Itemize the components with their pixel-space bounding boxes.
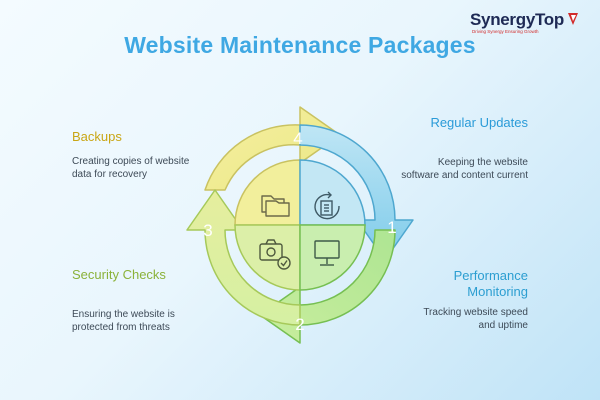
quadrant-security bbox=[234, 224, 301, 291]
updates-heading: Regular Updates bbox=[430, 115, 528, 130]
backups-description: Creating copies of website data for reco… bbox=[72, 156, 190, 180]
logo-text: SynergyTop bbox=[470, 10, 564, 29]
camera-check-icon bbox=[259, 239, 291, 270]
updates-description: Keeping the website software and content… bbox=[401, 157, 528, 181]
step-number-2: 2 bbox=[295, 315, 304, 334]
step-number-1: 1 bbox=[387, 218, 396, 237]
monitoring-description: Tracking website speed and uptime bbox=[423, 307, 528, 331]
backups-heading: Backups bbox=[72, 129, 122, 144]
refresh-document-icon bbox=[314, 191, 340, 220]
arrow-3 bbox=[186, 189, 301, 326]
security-heading: Security Checks bbox=[72, 267, 166, 282]
step-number-4: 4 bbox=[293, 129, 302, 148]
monitor-icon bbox=[314, 240, 340, 266]
arrow-1 bbox=[299, 124, 414, 261]
folders-icon bbox=[261, 195, 290, 217]
logo-tagline: Driving Synergy Ensuring Growth bbox=[472, 29, 539, 34]
step-number-3: 3 bbox=[203, 221, 212, 240]
logo: SynergyTop Driving Synergy Ensuring Grow… bbox=[470, 10, 580, 38]
page-title: Website Maintenance Packages bbox=[124, 32, 476, 58]
monitoring-heading: Performance Monitoring bbox=[453, 268, 528, 299]
logo-mark-icon bbox=[568, 13, 578, 25]
quadrant-updates bbox=[299, 159, 366, 226]
security-description: Ensuring the website is protected from t… bbox=[72, 309, 175, 333]
